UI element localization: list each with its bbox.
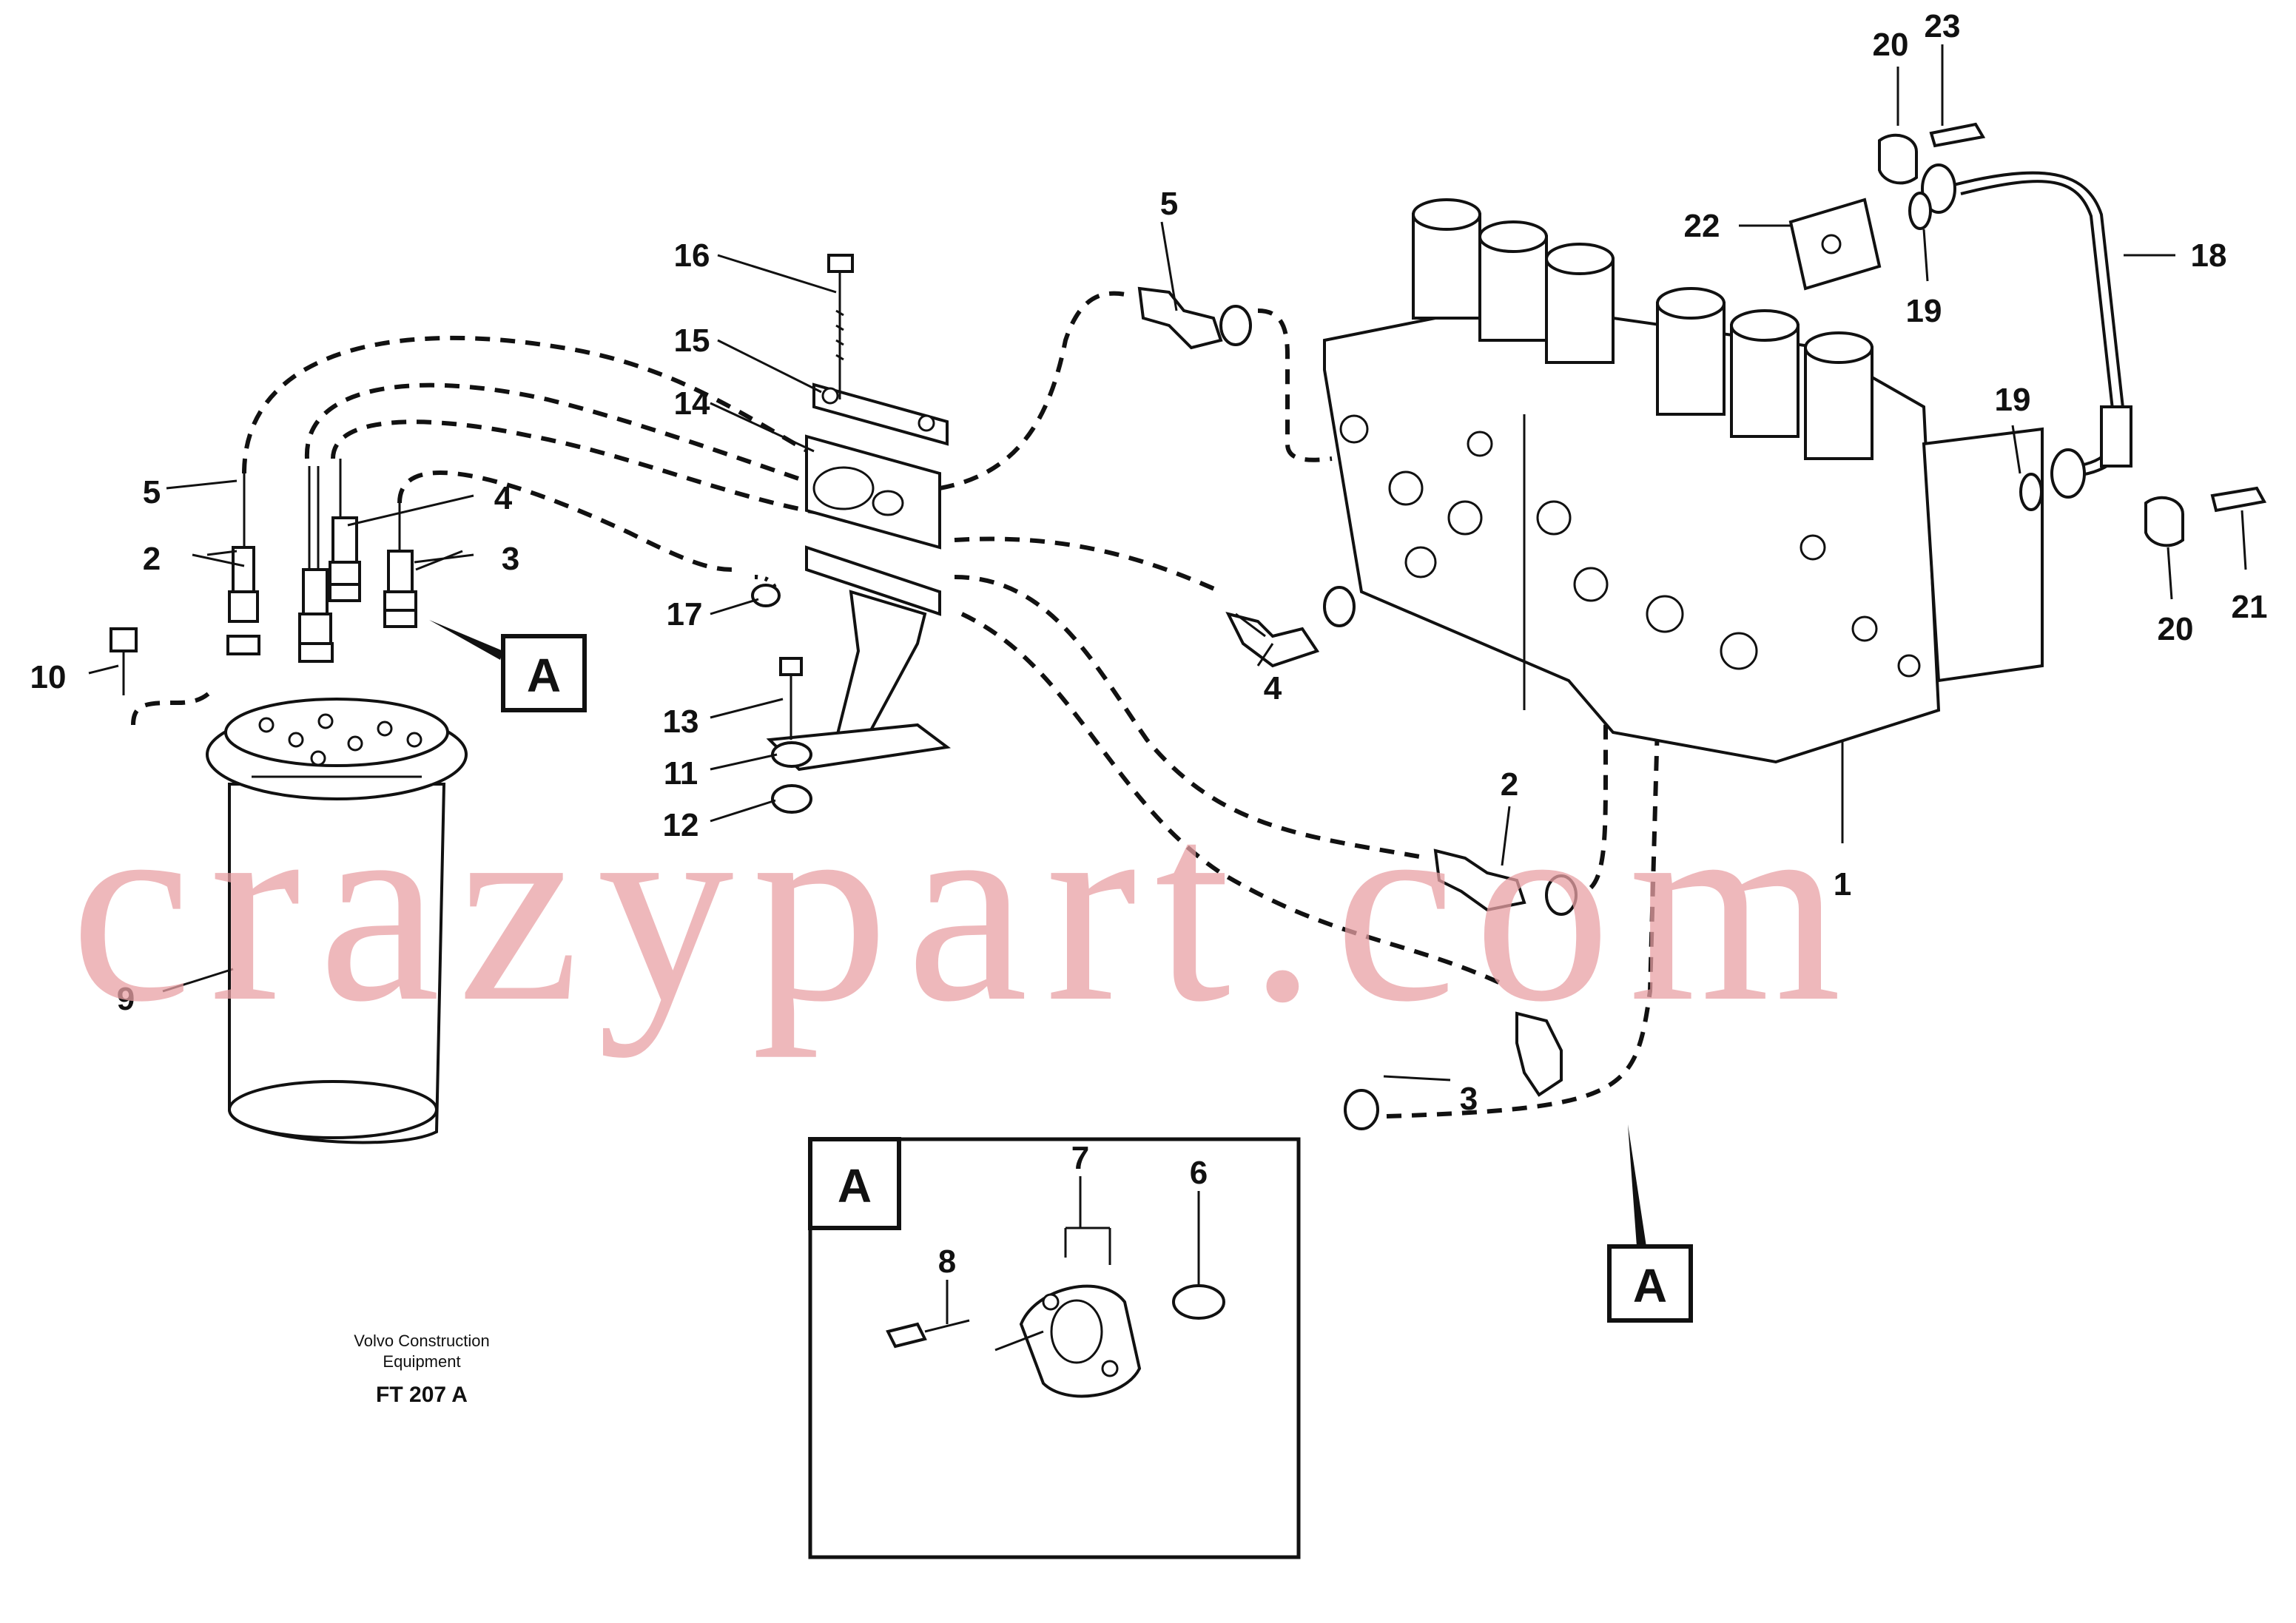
- o-ring-19-bottom: [2019, 473, 2043, 511]
- detail-a-panel: A: [808, 1137, 1301, 1559]
- callout-17: 17: [667, 596, 703, 632]
- bolt-10: [110, 627, 138, 695]
- bolt-8-head: [886, 1322, 927, 1349]
- callout-11: 11: [664, 755, 698, 792]
- fitting-4: [1225, 612, 1320, 668]
- caption-code: FT 207 A: [376, 1383, 468, 1407]
- callout-20-bottom: 20: [2158, 611, 2194, 647]
- callout-19-top: 19: [1906, 293, 1942, 329]
- hose-line-4: [397, 470, 733, 572]
- callout-6: 6: [1190, 1155, 1208, 1191]
- caption-line-2: Equipment: [383, 1352, 460, 1371]
- o-ring-6: [1172, 1284, 1225, 1320]
- hose-line-9: [1257, 308, 1333, 462]
- hose-line-3: [331, 419, 874, 520]
- hose-line-6: [954, 536, 1222, 594]
- callout-9: 9: [117, 981, 135, 1017]
- callout-16: 16: [674, 237, 710, 274]
- fitting-5: [1137, 286, 1223, 350]
- filter-head: [224, 698, 449, 767]
- callout-5-filter: 5: [143, 474, 161, 510]
- valve-end-block: [1922, 427, 2044, 683]
- watermark-text: crazypart.com: [70, 755, 1859, 1059]
- bracket-assembly: [751, 254, 952, 814]
- bolt-13: [779, 657, 803, 676]
- callout-14: 14: [674, 385, 710, 422]
- callout-23: 23: [1925, 8, 1961, 44]
- svg-text:A: A: [527, 649, 561, 702]
- fitting-18-bottom: [2050, 448, 2086, 499]
- callout-20-top: 20: [1873, 27, 1909, 63]
- callout-4-valve: 4: [1264, 670, 1282, 706]
- caption-line-1: Volvo Construction: [354, 1332, 489, 1350]
- washer-12: [771, 784, 812, 814]
- hose-line-5: [939, 291, 1133, 490]
- callout-3: 3: [502, 541, 519, 577]
- detail-a-tag-box: [808, 1137, 901, 1230]
- nut-17: [751, 584, 781, 607]
- callout-13: 13: [663, 703, 699, 740]
- fitting-2: [1433, 848, 1526, 912]
- o-ring-19-top: [1908, 192, 1932, 230]
- control-valve: [1323, 198, 2044, 764]
- clamp-20-top: [1878, 133, 1918, 185]
- callout-numbers: 1 2 2 3 3 4 4 5 5 6 7 8 9 10 11 12 13 14…: [30, 8, 2268, 1280]
- callout-2-filter: 2: [143, 541, 161, 577]
- callout-10: 10: [30, 659, 67, 695]
- bolt-21: [2210, 486, 2267, 513]
- plate-15: [812, 382, 949, 446]
- fitting-18-top: [1921, 163, 1956, 214]
- clamp-20-bottom: [2144, 496, 2184, 547]
- bolt-23: [1929, 122, 1986, 148]
- callout-19-bottom: 19: [1995, 382, 2031, 418]
- callout-5-valve: 5: [1160, 186, 1178, 222]
- callout-3-hose: 3: [1460, 1081, 1478, 1117]
- callout-21: 21: [2232, 589, 2268, 625]
- callout-2-valve: 2: [1501, 766, 1518, 803]
- callout-22: 22: [1684, 208, 1720, 244]
- callout-8: 8: [938, 1244, 956, 1280]
- drawing-caption: Volvo Construction Equipment FT 207 A: [354, 1332, 489, 1407]
- valve-hose-fittings: [1137, 286, 1578, 1130]
- fitting-3: [1515, 1011, 1563, 1097]
- hose-line-8: [960, 612, 1504, 986]
- filter-hose-fittings: [226, 459, 417, 663]
- leader-lines: [88, 44, 2247, 1352]
- section-tags: A A: [429, 620, 1693, 1323]
- callout-1: 1: [1834, 866, 1851, 902]
- valve-ports: [1339, 414, 1921, 678]
- hose-line-12: [131, 686, 217, 726]
- bracket-top: [805, 545, 941, 616]
- svg-text:A: A: [1633, 1259, 1667, 1312]
- bolt-16-head: [827, 254, 854, 273]
- hose-line-2: [304, 382, 874, 505]
- filter-head-ports: [258, 713, 422, 766]
- detail-a-tag-letter: A: [838, 1159, 872, 1212]
- filter-housing: [110, 459, 468, 1144]
- callout-4-filter: 4: [494, 480, 513, 516]
- callout-7: 7: [1071, 1140, 1089, 1176]
- hose-line-7: [954, 575, 1429, 860]
- pilot-hose-assembly: [1788, 122, 2267, 547]
- bracket-leg: [834, 590, 927, 741]
- callout-18: 18: [2191, 237, 2227, 274]
- callout-15: 15: [674, 323, 710, 359]
- callout-12: 12: [663, 807, 699, 843]
- tag-a-right: [1607, 1244, 1693, 1323]
- tag-a-left: [501, 634, 587, 712]
- hose-18: [1953, 171, 2127, 479]
- filter-canister-bottom: [228, 1080, 438, 1139]
- solenoid-caps: [1412, 198, 1874, 460]
